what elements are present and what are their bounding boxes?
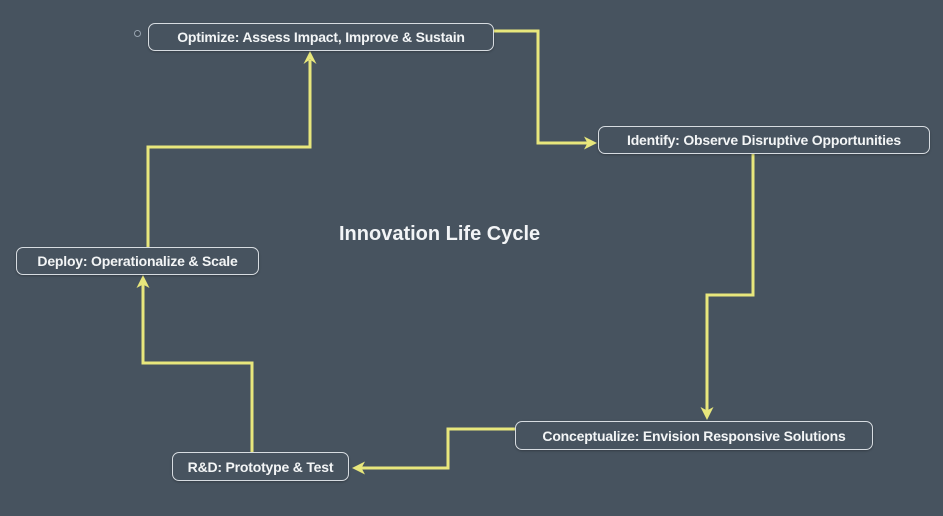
edge-deploy-to-optimize <box>146 51 317 247</box>
node-conceptualize-label: Conceptualize: Envision Responsive Solut… <box>542 427 846 444</box>
node-rnd-label: R&D: Prototype & Test <box>187 458 334 475</box>
node-deploy-label: Deploy: Operationalize & Scale <box>37 253 238 269</box>
arrowhead-up-icon <box>136 275 150 288</box>
edge-line-rnd-deploy <box>141 284 254 452</box>
edge-rnd-to-deploy <box>136 275 254 452</box>
arrowhead-down-icon <box>700 407 714 420</box>
node-rnd[interactable]: R&D: Prototype & Test <box>172 452 349 481</box>
node-identify[interactable]: Identify: Observe Disruptive Opportuniti… <box>598 126 930 154</box>
arrowhead-up-icon <box>303 51 317 64</box>
edge-line-conceptualize-rnd <box>361 427 515 470</box>
edge-identify-to-conceptualize <box>700 154 755 420</box>
node-optimize[interactable]: Optimize: Assess Impact, Improve & Susta… <box>148 23 494 51</box>
node-identify-label: Identify: Observe Disruptive Opportuniti… <box>627 132 901 148</box>
edge-conceptualize-to-rnd <box>352 427 515 475</box>
edge-line-optimize-identify <box>494 29 588 145</box>
connection-anchor-dot <box>134 30 141 37</box>
diagram-title: Innovation Life Cycle <box>339 223 541 245</box>
edge-line-identify-conceptualize <box>705 154 755 412</box>
node-conceptualize[interactable]: Conceptualize: Envision Responsive Solut… <box>515 421 873 450</box>
node-deploy[interactable]: Deploy: Operationalize & Scale <box>16 247 259 275</box>
arrowhead-left-icon <box>352 461 365 475</box>
edge-line-deploy-optimize <box>146 60 312 247</box>
node-optimize-label: Optimize: Assess Impact, Improve & Susta… <box>177 29 465 45</box>
edge-optimize-to-identify <box>494 29 597 150</box>
arrowhead-right-icon <box>584 136 597 150</box>
